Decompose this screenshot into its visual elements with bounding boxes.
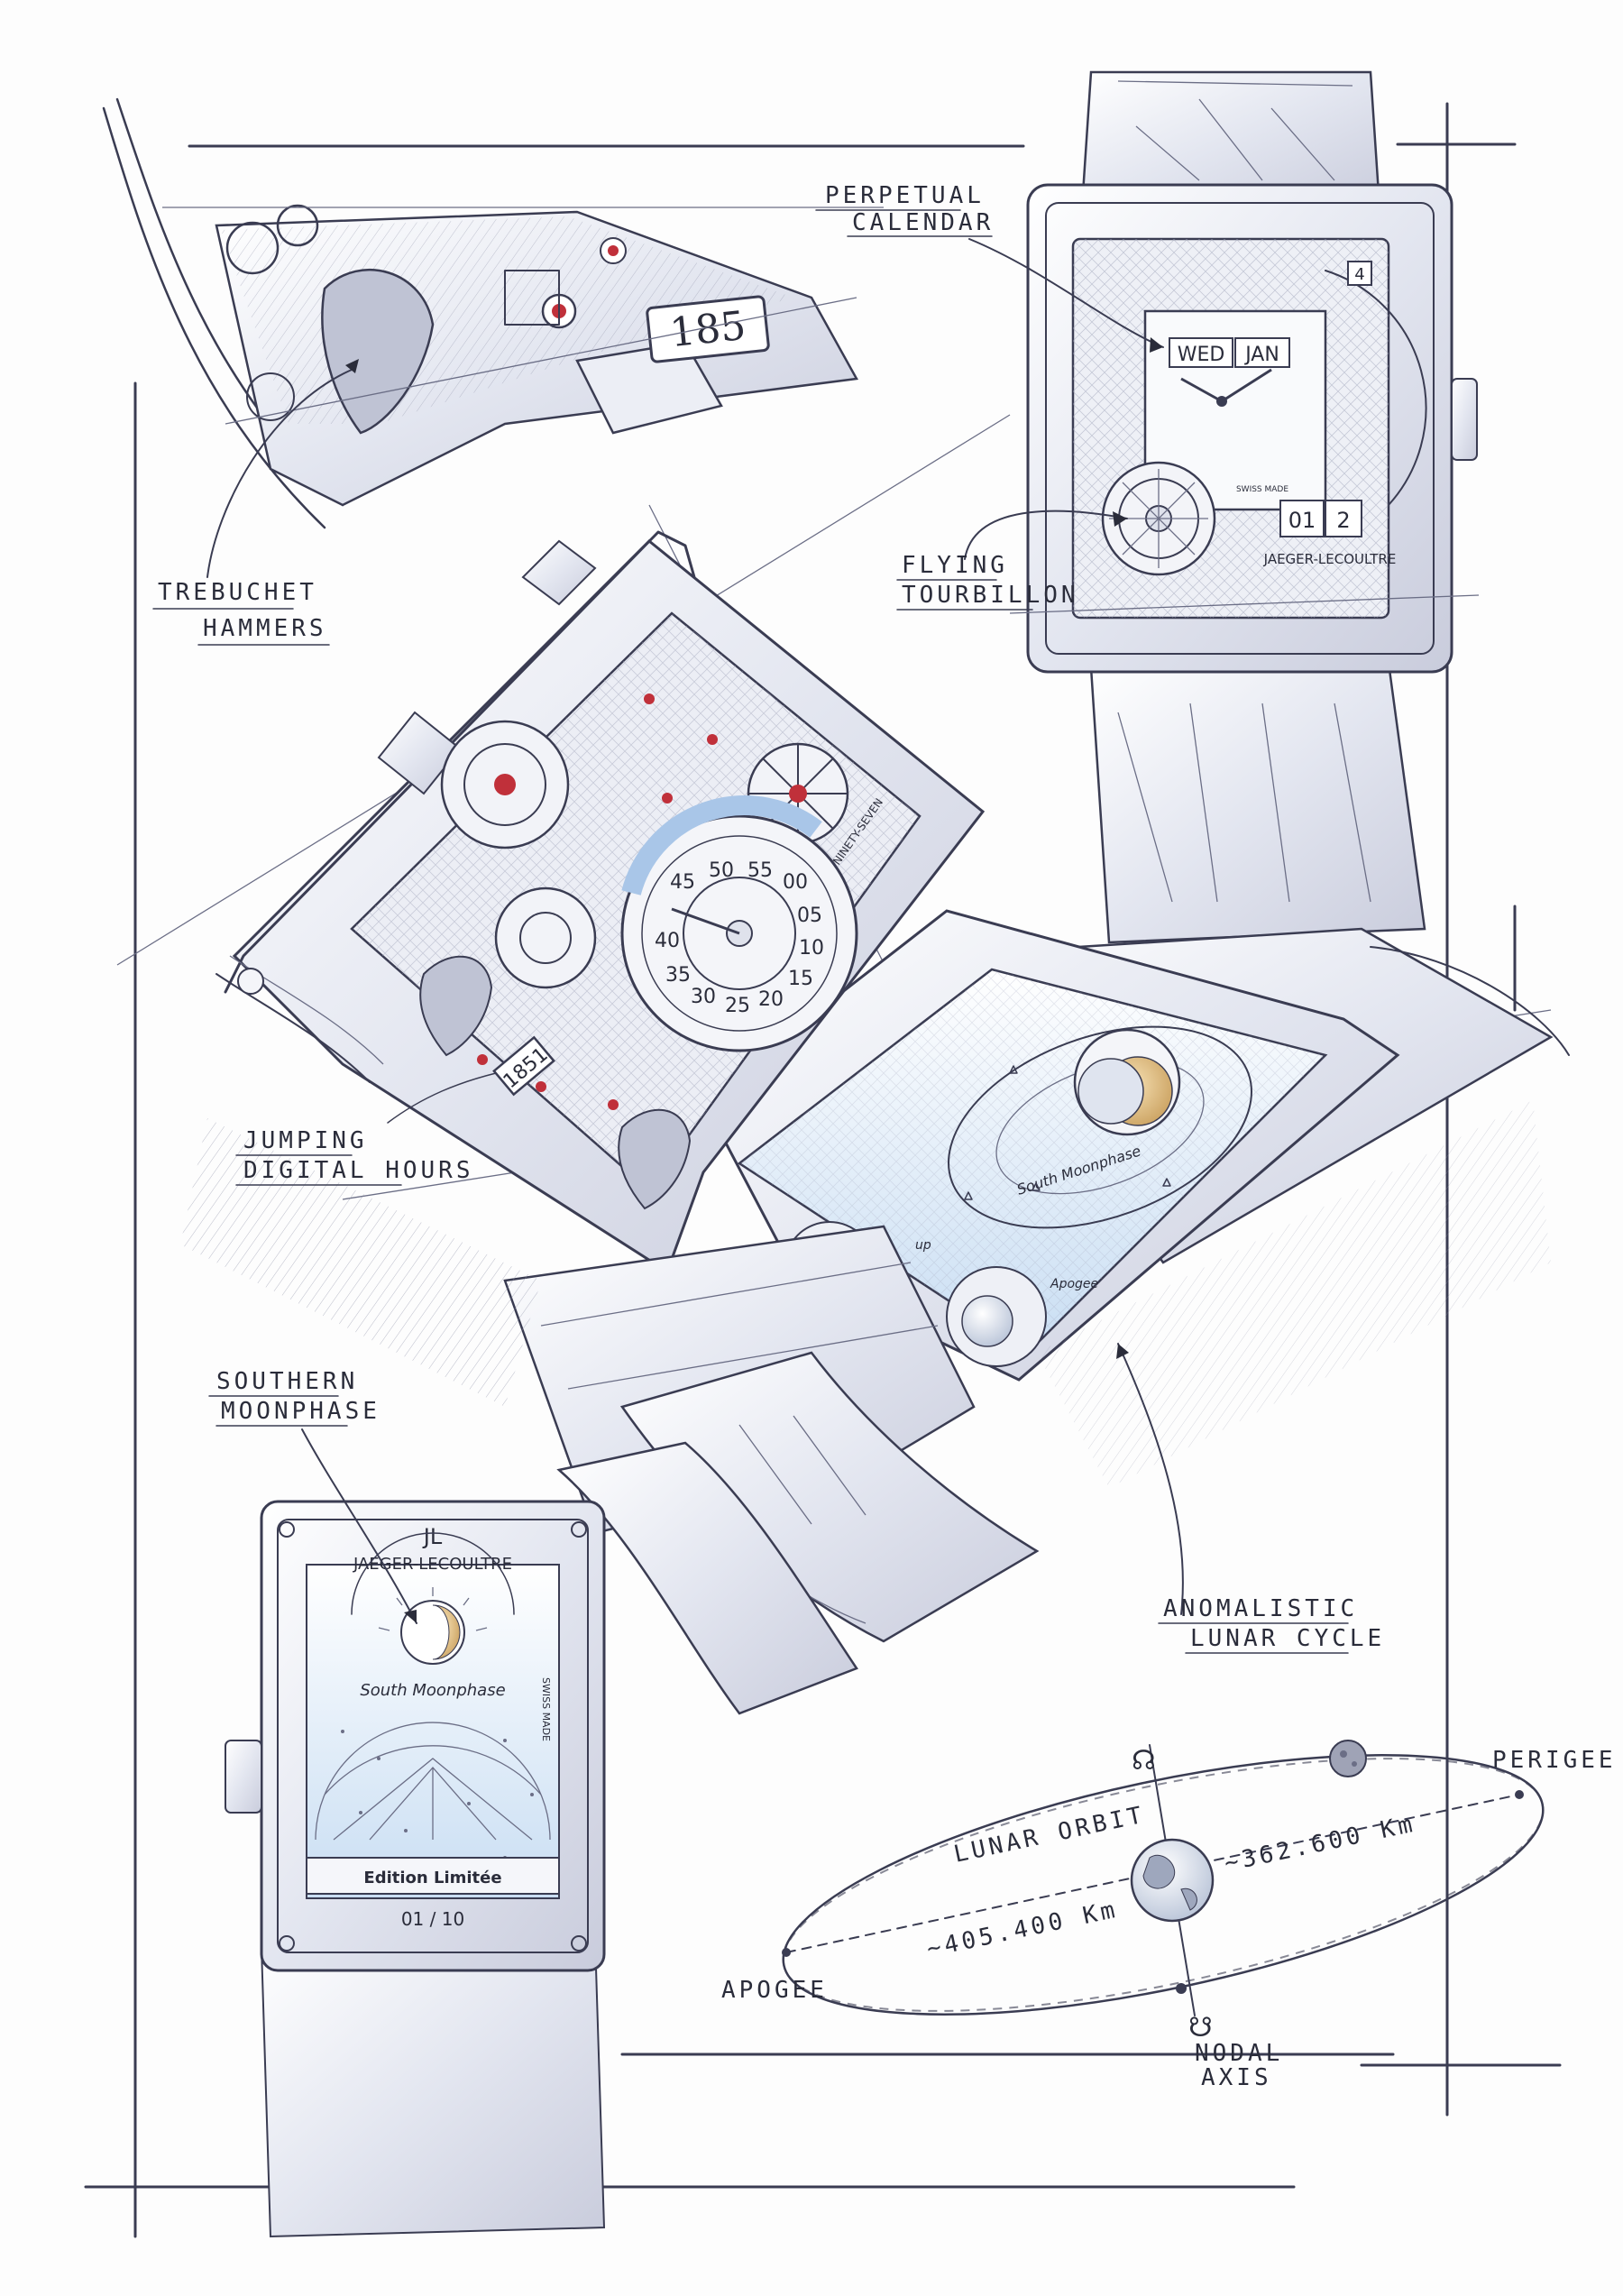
callout-jumping-line1: JUMPING — [243, 1127, 368, 1154]
hour-window-top: 185 — [668, 303, 748, 356]
edition-limitee-text: Edition Limitée — [363, 1869, 501, 1887]
callout-flying-tourbillon: FLYING TOURBILLON — [896, 510, 1128, 611]
callout-anomalistic-line1: ANOMALISTIC — [1163, 1595, 1358, 1622]
nodal-axis-line2: AXIS — [1201, 2064, 1272, 2091]
callout-trebuchet-line2: HAMMERS — [203, 615, 327, 642]
minute-number-40: 40 — [655, 930, 680, 952]
minute-number-15: 15 — [788, 968, 813, 990]
apogee-distance-label: ~405.400 Km — [924, 1896, 1121, 1963]
svg-text:LUNAR CYCLE: LUNAR CYCLE — [1190, 1625, 1385, 1652]
minute-number-35: 35 — [665, 964, 691, 987]
callout-anomalistic-lunar-cycle: ANOMALISTIC LUNAR CYCLE — [1116, 1343, 1385, 1654]
trebuchet-hammer-detail: 185 — [102, 97, 884, 578]
calendar-day-window: WED — [1178, 344, 1225, 366]
svg-text:SOUTHERN: SOUTHERN — [216, 1368, 358, 1395]
edition-number-text: 01 / 10 — [401, 1908, 464, 1930]
callout-southern-line2: MOONPHASE — [221, 1398, 381, 1425]
svg-text:AXIS: AXIS — [1201, 2064, 1272, 2091]
descending-node-symbol: ☋ — [1188, 2012, 1213, 2043]
callout-trebuchet-line1: TREBUCHET — [158, 579, 317, 606]
svg-text:MOONPHASE: MOONPHASE — [221, 1398, 381, 1425]
callout-southern-line1: SOUTHERN — [216, 1368, 358, 1395]
minute-number-00: 00 — [783, 871, 808, 894]
swiss-made-right: SWISS MADE — [1236, 485, 1288, 494]
svg-text:JUMPING: JUMPING — [243, 1127, 368, 1154]
brand-front-dial: JAEGER-LECOULTRE — [353, 1555, 512, 1574]
minute-number-55: 55 — [747, 859, 773, 882]
svg-text:ANOMALISTIC: ANOMALISTIC — [1163, 1595, 1358, 1622]
bottom-left-watch-back: JL JAEGER-LECOULTRE South Moonphase Edit… — [225, 1441, 858, 2238]
apogee-label: APOGEE — [721, 1977, 828, 2004]
svg-text:TOURBILLON: TOURBILLON — [902, 582, 1079, 609]
date-digit-window: 2 — [1336, 508, 1350, 533]
calendar-date-window: 01 — [1288, 508, 1316, 533]
svg-text:TREBUCHET: TREBUCHET — [158, 579, 317, 606]
back-dial-apogee: Apogee — [1050, 1277, 1098, 1291]
svg-text:PERPETUAL: PERPETUAL — [825, 182, 985, 209]
logo-mark-front: JL — [422, 1524, 443, 1549]
nodal-axis-line1: NODAL — [1195, 2040, 1283, 2067]
south-moonphase-script: South Moonphase — [360, 1681, 505, 1700]
minute-number-20: 20 — [758, 988, 784, 1011]
calendar-month-window: JAN — [1243, 344, 1279, 366]
svg-text:DIGITAL HOURS: DIGITAL HOURS — [243, 1157, 474, 1184]
minute-number-05: 05 — [797, 905, 822, 927]
minute-number-30: 30 — [691, 986, 716, 1008]
main-watch-tilted: South Moonphase Apogee up — [116, 414, 1570, 1643]
minute-number-45: 45 — [670, 871, 695, 894]
lunar-orbit-diagram: ☊ ☋ LUNAR ORBIT PERIGEE APOGEE ~362.600 … — [721, 1740, 1617, 2091]
svg-text:HAMMERS: HAMMERS — [203, 615, 327, 642]
callout-jumping-line2: DIGITAL HOURS — [243, 1157, 474, 1184]
callout-tourbillon-line1: FLYING — [902, 552, 1008, 579]
perigee-label: PERIGEE — [1492, 1747, 1617, 1774]
svg-text:NODAL: NODAL — [1195, 2040, 1283, 2067]
svg-text:FLYING: FLYING — [902, 552, 1008, 579]
back-dial-up: up — [915, 1238, 931, 1253]
minute-number-50: 50 — [709, 859, 734, 882]
minute-number-10: 10 — [799, 937, 824, 960]
swiss-made-front: SWISS MADE — [540, 1677, 552, 1741]
callout-trebuchet-hammers: TREBUCHET HAMMERS — [152, 579, 330, 646]
callout-tourbillon-line2: TOURBILLON — [902, 582, 1079, 609]
svg-text:CALENDAR: CALENDAR — [852, 209, 994, 236]
callout-jumping-digital-hours: JUMPING DIGITAL HOURS — [235, 1072, 497, 1186]
callout-perpetual-line1: PERPETUAL — [825, 182, 985, 209]
minute-number-25: 25 — [725, 995, 750, 1017]
moon-icon — [1329, 1740, 1367, 1777]
small-date-digit: 4 — [1354, 265, 1364, 284]
perigee-distance-label: ~362.600 Km — [1222, 1811, 1418, 1878]
callout-perpetual-line2: CALENDAR — [852, 209, 994, 236]
callout-anomalistic-line2: LUNAR CYCLE — [1190, 1625, 1385, 1652]
callout-perpetual-calendar: PERPETUAL CALENDAR — [815, 182, 1164, 353]
ascending-node-symbol: ☊ — [1132, 1745, 1156, 1777]
right-watch-front: WED JAN 4 01 2 SWISS MADE JAEGER-LECOULT… — [1009, 70, 1480, 944]
callout-southern-moonphase: SOUTHERN MOONPHASE — [208, 1368, 417, 1624]
brand-right-dial: JAEGER-LECOULTRE — [1263, 551, 1397, 567]
minute-track-numbers: 45 50 55 00 05 10 15 20 25 30 35 40 — [655, 859, 824, 1017]
